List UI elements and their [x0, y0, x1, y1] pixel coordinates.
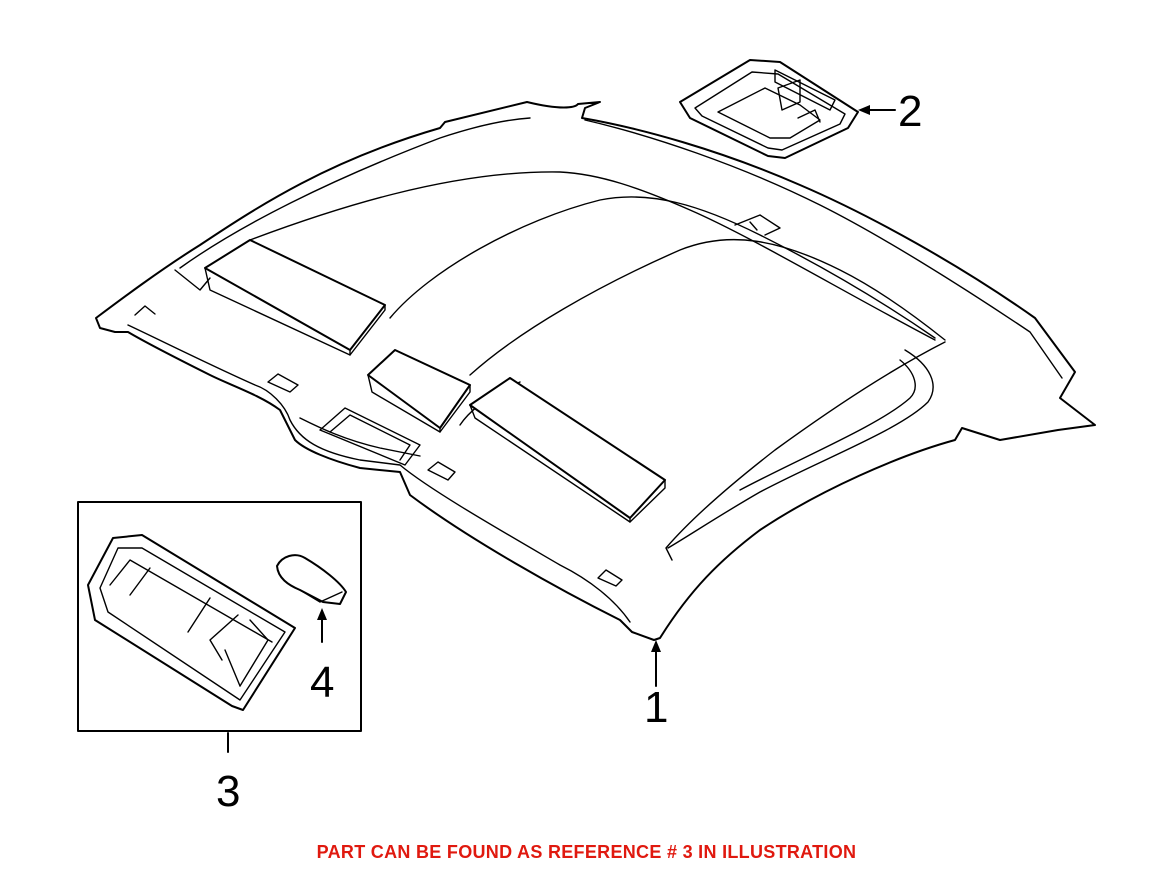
inset-box-part-3 — [77, 501, 362, 732]
callout-leader-4 — [317, 608, 327, 643]
callout-number-4: 4 — [310, 658, 334, 707]
headliner-panel — [95, 101, 1096, 641]
callout-number-3: 3 — [216, 767, 240, 816]
reference-note: PART CAN BE FOUND AS REFERENCE # 3 IN IL… — [316, 842, 857, 862]
callout-leader-1 — [651, 640, 661, 687]
callout-number-1: 1 — [644, 683, 668, 732]
callout-number-2: 2 — [898, 87, 922, 136]
cover-cap — [276, 554, 347, 605]
frame-bracket — [679, 59, 859, 159]
callout-leader-2 — [858, 105, 896, 115]
